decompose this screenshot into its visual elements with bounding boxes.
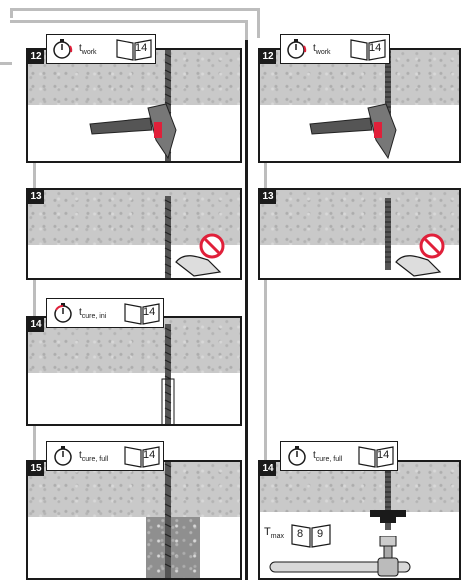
page-ref: 14 <box>143 306 155 318</box>
flow-arrow-14-15-left <box>33 426 36 460</box>
hammer-icon <box>88 100 183 160</box>
step-number-14-left: 14 <box>28 318 44 332</box>
time-label: tcure, ini <box>79 307 106 320</box>
flow-arrow-side <box>0 62 12 65</box>
step-number-15-left: 15 <box>28 462 44 476</box>
stopwatch-icon <box>51 445 75 467</box>
step-number-12-right: 12 <box>260 50 276 64</box>
rebar-illustration <box>158 324 178 426</box>
torque-reference: Tmax 8 9 <box>264 522 334 548</box>
stopwatch-icon <box>51 302 75 324</box>
torque-label: Tmax <box>264 526 284 540</box>
flow-arrow-top-right-down <box>257 8 260 38</box>
hammer-icon <box>308 100 403 160</box>
book-icon <box>123 301 161 330</box>
flow-arrow-13-14-right <box>264 280 267 460</box>
fixture-plate-icon <box>368 510 408 526</box>
page-ref: 14 <box>143 449 155 461</box>
step-number-14-right: 14 <box>260 462 276 476</box>
time-label: tcure, full <box>313 450 342 463</box>
panel-step-13-left <box>26 188 242 280</box>
flow-arrow-left-entry <box>10 20 248 23</box>
stopwatch-icon <box>285 38 309 60</box>
do-not-touch-icon <box>174 232 234 278</box>
panel-step-15-left <box>26 460 242 580</box>
book-icon <box>349 37 387 66</box>
time-label: twork <box>79 43 97 56</box>
timing-box-14-right: tcure, full 14 <box>280 441 398 471</box>
timing-box-15-left: tcure, full 14 <box>46 441 164 471</box>
page-ref: 14 <box>377 449 389 461</box>
timing-box-12-left: twork 14 <box>46 34 156 64</box>
step-number-12-left: 12 <box>28 50 44 64</box>
stopwatch-icon <box>51 38 75 60</box>
rebar-illustration <box>158 460 178 580</box>
panel-step-13-right <box>258 188 461 280</box>
page-ref: 14 <box>135 42 147 54</box>
page-ref-left: 8 <box>297 528 303 540</box>
do-not-touch-icon <box>394 232 454 278</box>
book-icon <box>115 37 153 66</box>
flow-arrow-top-left-down <box>10 8 13 18</box>
flow-arrow-13-14-left <box>33 280 36 316</box>
timing-box-12-right: twork 14 <box>280 34 390 64</box>
page-ref: 14 <box>369 42 381 54</box>
stopwatch-icon <box>285 445 309 467</box>
flow-arrow-12-13-left <box>33 163 36 188</box>
panel-step-14-left <box>26 316 242 426</box>
time-label: twork <box>313 43 331 56</box>
page-ref-right: 9 <box>317 528 323 540</box>
timing-box-14-left: tcure, ini 14 <box>46 298 164 328</box>
panel-step-14-right <box>258 460 461 580</box>
flow-arrow-left-entry-down <box>245 20 248 42</box>
flow-arrow-12-13-right <box>264 163 267 188</box>
step-number-13-right: 13 <box>260 190 276 204</box>
book-icon <box>357 444 395 473</box>
flow-arrow-top <box>10 8 260 11</box>
step-number-13-left: 13 <box>28 190 44 204</box>
book-icon <box>123 444 161 473</box>
column-divider <box>245 40 248 580</box>
time-label: tcure, full <box>79 450 108 463</box>
